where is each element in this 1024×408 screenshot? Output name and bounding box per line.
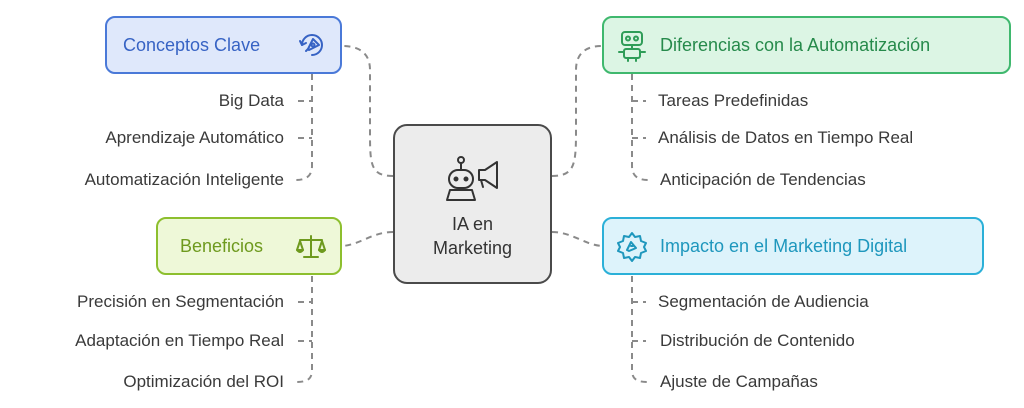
connector-impacto (551, 231, 603, 247)
list-item: Anticipación de Tendencias (660, 170, 866, 189)
list-item: Análisis de Datos en Tiempo Real (658, 128, 914, 147)
branch-impacto[interactable]: Impacto en el Marketing Digital (602, 217, 984, 275)
connector-diferencias (551, 45, 603, 177)
list-item: Big Data (218, 91, 284, 110)
list-item: Automatización Inteligente (84, 170, 284, 189)
robot-megaphone-icon (446, 156, 498, 201)
branch-conceptos-clave[interactable]: Conceptos Clave (105, 16, 342, 74)
center-label-line1: IA en (451, 214, 494, 234)
center-node: IA en Marketing (393, 124, 552, 284)
connector-beneficios (341, 231, 394, 247)
list-item: Segmentación de Audiencia (658, 292, 869, 311)
robot-icon (618, 31, 646, 62)
list-item: Distribución de Contenido (660, 331, 855, 350)
center-label-line2: Marketing (432, 238, 513, 258)
branch-title: Impacto en el Marketing Digital (660, 236, 908, 256)
list-item: Precisión en Segmentación (77, 292, 284, 311)
list-item: Tareas Predefinidas (658, 91, 809, 110)
branch-beneficios[interactable]: Beneficios (156, 217, 342, 275)
list-item: Adaptación en Tiempo Real (75, 331, 284, 350)
list-item: Optimización del ROI (123, 372, 284, 391)
list-item: Ajuste de Campañas (660, 372, 818, 391)
connector-conceptos (341, 45, 394, 177)
scale-icon (296, 235, 326, 258)
branch-title: Diferencias con la Automatización (660, 35, 931, 55)
badge-icon (617, 232, 647, 262)
list-item: Aprendizaje Automático (105, 128, 284, 147)
branch-title: Beneficios (180, 236, 264, 256)
branch-diferencias[interactable]: Diferencias con la Automatización (602, 16, 1011, 74)
pen-tool-icon (299, 34, 323, 56)
branch-title: Conceptos Clave (123, 35, 261, 55)
